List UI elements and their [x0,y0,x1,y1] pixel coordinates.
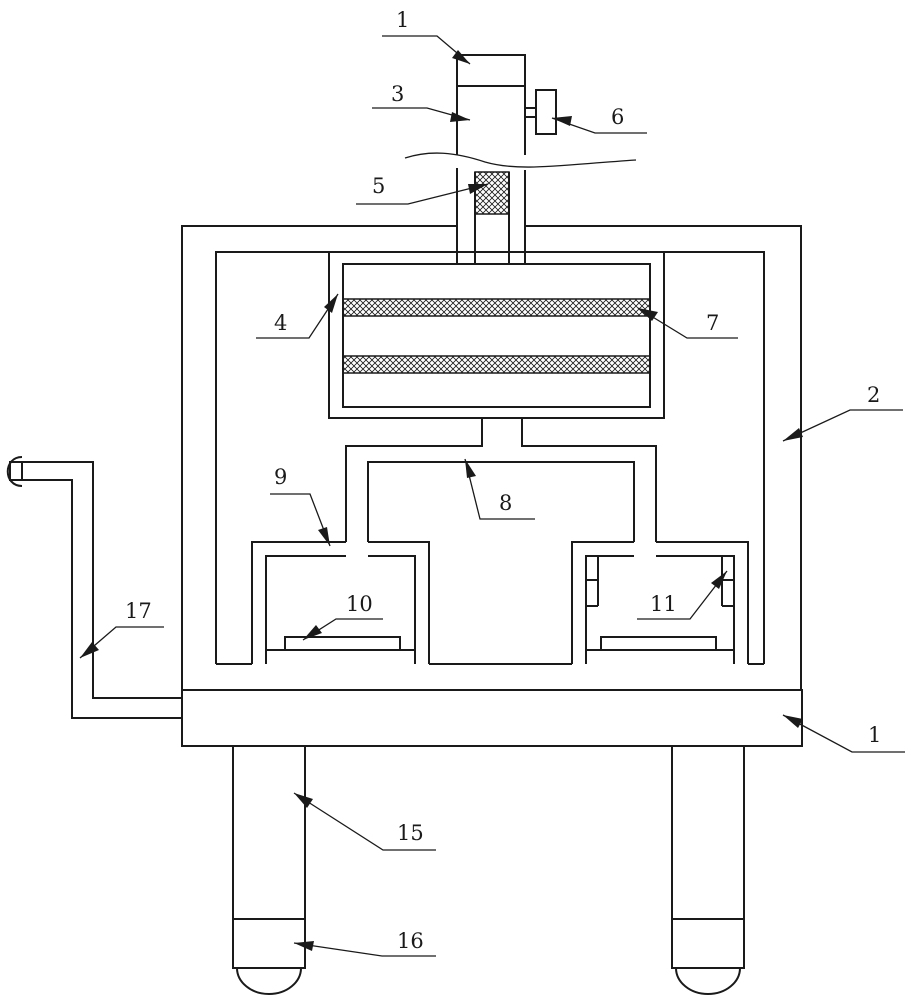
svg-text:2: 2 [867,383,880,407]
callout-4: 4 [256,293,339,339]
left-collection-box [251,541,430,664]
svg-text:8: 8 [499,491,512,515]
callout-17: 17 [79,599,164,659]
svg-text:15: 15 [397,821,424,845]
svg-text:7: 7 [706,311,719,335]
base-plate [181,689,803,747]
svg-text:11: 11 [650,592,677,616]
svg-text:16: 16 [397,929,424,953]
svg-text:1: 1 [396,8,409,32]
svg-text:4: 4 [274,311,287,335]
callout-2: 2 [782,383,903,442]
filter-plug [474,171,510,215]
push-handle [6,456,182,719]
distribution-pipes [345,418,657,542]
callout-18: 1 [382,8,471,65]
callout-10: 10 [302,592,383,641]
callout-6: 6 [551,105,647,134]
callout-9: 9 [270,465,331,547]
callout-11: 11 [637,570,728,620]
svg-text:9: 9 [274,465,287,489]
legs [232,745,745,920]
svg-text:10: 10 [346,592,373,616]
callout-8: 8 [464,458,535,520]
valve-knob [525,89,557,135]
callout-7: 7 [637,307,738,339]
callout-16: 16 [293,929,436,957]
housing [181,225,802,690]
svg-text:1: 1 [868,723,881,747]
callout-3: 3 [372,82,471,122]
svg-text:17: 17 [125,599,152,623]
svg-text:6: 6 [611,105,624,129]
callout-5: 5 [356,174,489,205]
callout-15: 15 [293,792,436,851]
svg-text:3: 3 [391,82,404,106]
feed-column [404,54,637,264]
callout-1: 1 [782,714,905,753]
filter-chamber [328,251,665,419]
svg-text:5: 5 [372,174,385,198]
right-collection-box [571,541,749,664]
casters [232,919,745,995]
